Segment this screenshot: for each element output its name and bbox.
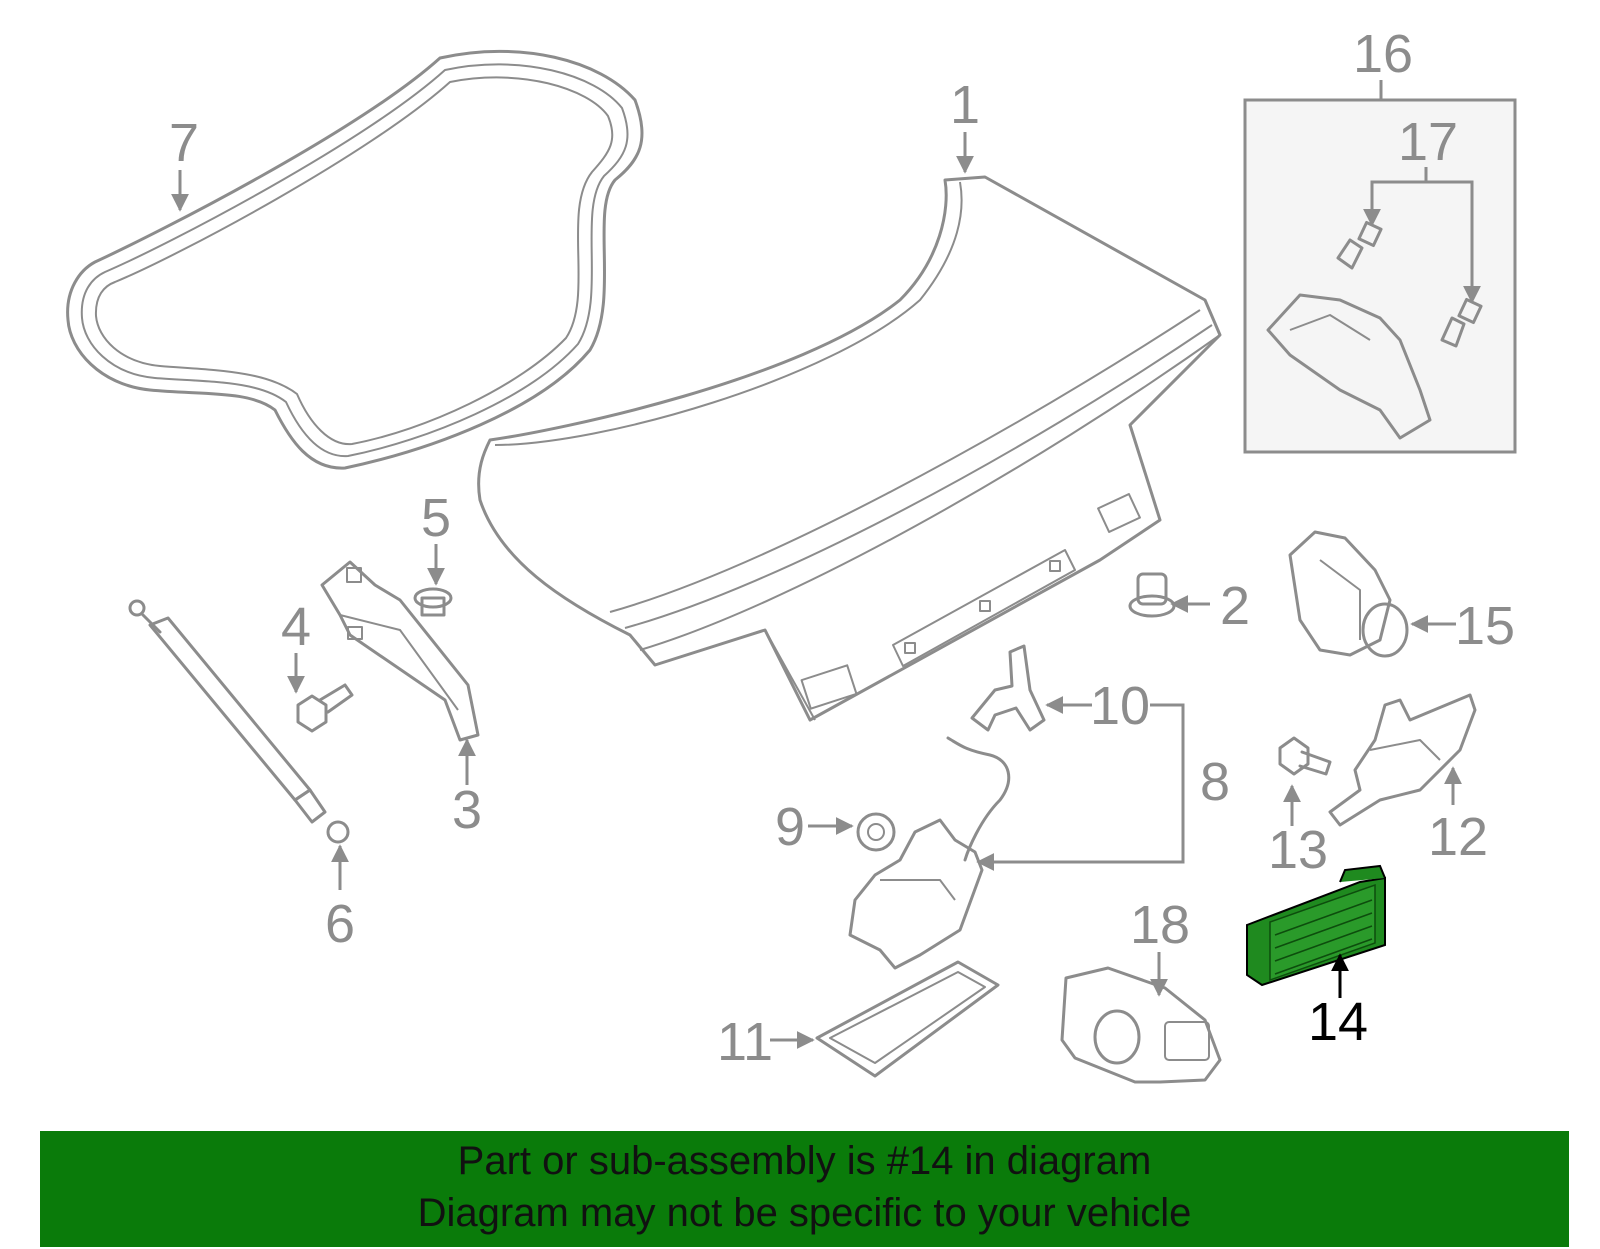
part-9-clip <box>856 812 896 852</box>
callout-labels: 1 2 3 4 5 6 7 8 9 10 11 12 13 14 15 16 1… <box>169 24 1515 1072</box>
part-5-nut <box>413 587 453 617</box>
callout-8: 8 <box>1200 752 1230 812</box>
callout-3: 3 <box>452 780 482 840</box>
part-6-strut <box>128 599 350 844</box>
part-12-bracket <box>1328 693 1477 827</box>
inset-16-box <box>1243 98 1517 454</box>
part-1-trunk-lid <box>477 175 1222 722</box>
part-13-bolt <box>1278 736 1332 776</box>
callout-18: 18 <box>1130 895 1190 955</box>
part-3-hinge <box>320 560 480 742</box>
callout-11: 11 <box>717 1012 773 1072</box>
callout-16: 16 <box>1353 24 1413 84</box>
callout-12: 12 <box>1428 807 1488 867</box>
callout-5: 5 <box>421 488 451 548</box>
callout-15: 15 <box>1455 596 1515 656</box>
part-7-weatherstrip <box>66 49 644 470</box>
callout-14: 14 <box>1308 992 1368 1052</box>
part-15-camera <box>1288 530 1409 658</box>
callout-10: 10 <box>1090 676 1150 736</box>
callout-9: 9 <box>775 797 805 857</box>
callout-4: 4 <box>281 597 311 657</box>
part-18-switch <box>1060 966 1222 1084</box>
info-banner: Part or sub-assembly is #14 in diagram D… <box>40 1131 1569 1247</box>
callout-13: 13 <box>1268 820 1328 880</box>
part-2-plug <box>1128 572 1176 618</box>
leader-lines <box>171 80 1481 1049</box>
part-14-handle-highlighted <box>1246 864 1386 987</box>
part-10-striker <box>970 644 1046 732</box>
part-11-pad <box>815 960 1000 1078</box>
part-8-latch <box>848 736 1011 970</box>
banner-line-1: Part or sub-assembly is #14 in diagram <box>457 1139 1152 1183</box>
part-4-bolt <box>296 683 354 733</box>
banner-line-2: Diagram may not be specific to your vehi… <box>417 1191 1192 1235</box>
callout-2: 2 <box>1220 576 1250 636</box>
callout-6: 6 <box>325 894 355 954</box>
callout-17: 17 <box>1398 112 1458 172</box>
callout-7: 7 <box>169 113 199 173</box>
callout-1: 1 <box>950 75 980 135</box>
